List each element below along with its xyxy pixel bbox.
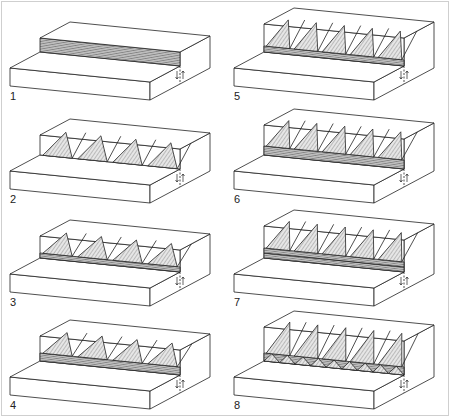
triangular-facet — [322, 328, 346, 362]
block-diagram — [10, 22, 210, 100]
valley-line — [402, 333, 418, 366]
triangular-facet — [294, 224, 318, 253]
up-arrow — [182, 174, 185, 182]
triangular-facet — [78, 336, 107, 360]
valley-line — [402, 132, 417, 160]
fault-trace — [404, 375, 405, 393]
triangular-facet — [378, 333, 402, 367]
panel-number: 2 — [10, 193, 16, 205]
small-facet — [264, 354, 280, 363]
triangular-facet — [78, 237, 107, 260]
up-arrow — [182, 71, 185, 79]
block-diagram — [234, 109, 434, 203]
block-diagram — [10, 320, 210, 409]
small-facet — [326, 360, 342, 369]
down-arrow — [400, 71, 403, 79]
upper-surface — [264, 8, 434, 38]
block-diagram — [10, 119, 210, 203]
triangular-facet — [43, 333, 72, 357]
down-arrow — [176, 71, 179, 79]
valley-line — [402, 233, 418, 262]
triangular-facet — [294, 123, 318, 151]
fault-trace — [180, 169, 181, 187]
panel-number: 5 — [234, 90, 240, 102]
fault-trace — [404, 66, 405, 84]
panel-number: 1 — [10, 90, 16, 102]
block-diagram — [234, 8, 434, 100]
panel-number: 6 — [234, 193, 240, 205]
down-arrow — [400, 277, 403, 285]
up-arrow — [406, 71, 409, 79]
triangular-facet — [350, 28, 374, 57]
triangular-facet — [378, 132, 402, 160]
down-arrow — [400, 174, 403, 182]
up-arrow — [406, 174, 409, 182]
small-facet — [357, 363, 373, 372]
fault-trace — [180, 375, 181, 393]
up-arrow — [182, 380, 185, 388]
small-facet — [388, 366, 404, 375]
triangular-facet — [148, 143, 177, 169]
fault-trace — [180, 272, 181, 290]
small-facet — [295, 357, 311, 366]
up-arrow — [182, 277, 185, 285]
small-facet — [311, 358, 327, 367]
triangular-facet — [294, 23, 318, 52]
block-diagram — [234, 311, 434, 409]
down-arrow — [176, 277, 179, 285]
block-diagram — [10, 220, 210, 306]
down-arrow — [176, 380, 179, 388]
up-arrow — [406, 380, 409, 388]
valley-line — [177, 244, 191, 267]
small-facet — [373, 365, 389, 374]
triangular-facet — [266, 322, 290, 356]
panel-number: 4 — [10, 399, 16, 411]
valley-line — [402, 31, 417, 60]
small-facet — [342, 362, 358, 371]
triangular-facet — [266, 20, 290, 49]
triangular-facet — [113, 340, 142, 364]
triangular-facet — [113, 240, 142, 263]
triangular-facet — [113, 139, 142, 165]
triangular-facet — [378, 233, 402, 262]
block-diagram — [234, 210, 434, 306]
triangular-facet — [148, 343, 177, 367]
triangular-facet — [266, 121, 290, 149]
fault-trace — [180, 66, 181, 84]
triangular-facet — [350, 331, 374, 365]
fault-trace — [404, 169, 405, 187]
triangular-facet — [322, 26, 346, 55]
valley-line — [177, 143, 191, 168]
triangular-facet — [294, 325, 318, 359]
triangular-facet — [322, 227, 346, 256]
triangular-facet — [148, 244, 177, 267]
triangular-facet — [43, 132, 72, 158]
triangular-facet — [322, 126, 346, 154]
triangular-facet — [350, 129, 374, 157]
up-arrow — [406, 277, 409, 285]
triangular-facet — [378, 31, 402, 60]
small-facet — [280, 355, 296, 364]
triangular-facet — [266, 221, 290, 250]
triangular-facet — [43, 233, 72, 256]
down-arrow — [400, 380, 403, 388]
upper-surface — [40, 22, 210, 52]
triangular-facet — [78, 136, 107, 162]
panel-number: 3 — [10, 296, 16, 308]
fault-trace — [404, 272, 405, 290]
triangular-facet — [350, 230, 374, 259]
panel-number: 8 — [234, 399, 240, 411]
panel-number: 7 — [234, 296, 240, 308]
valley-line — [177, 344, 192, 367]
down-arrow — [176, 174, 179, 182]
